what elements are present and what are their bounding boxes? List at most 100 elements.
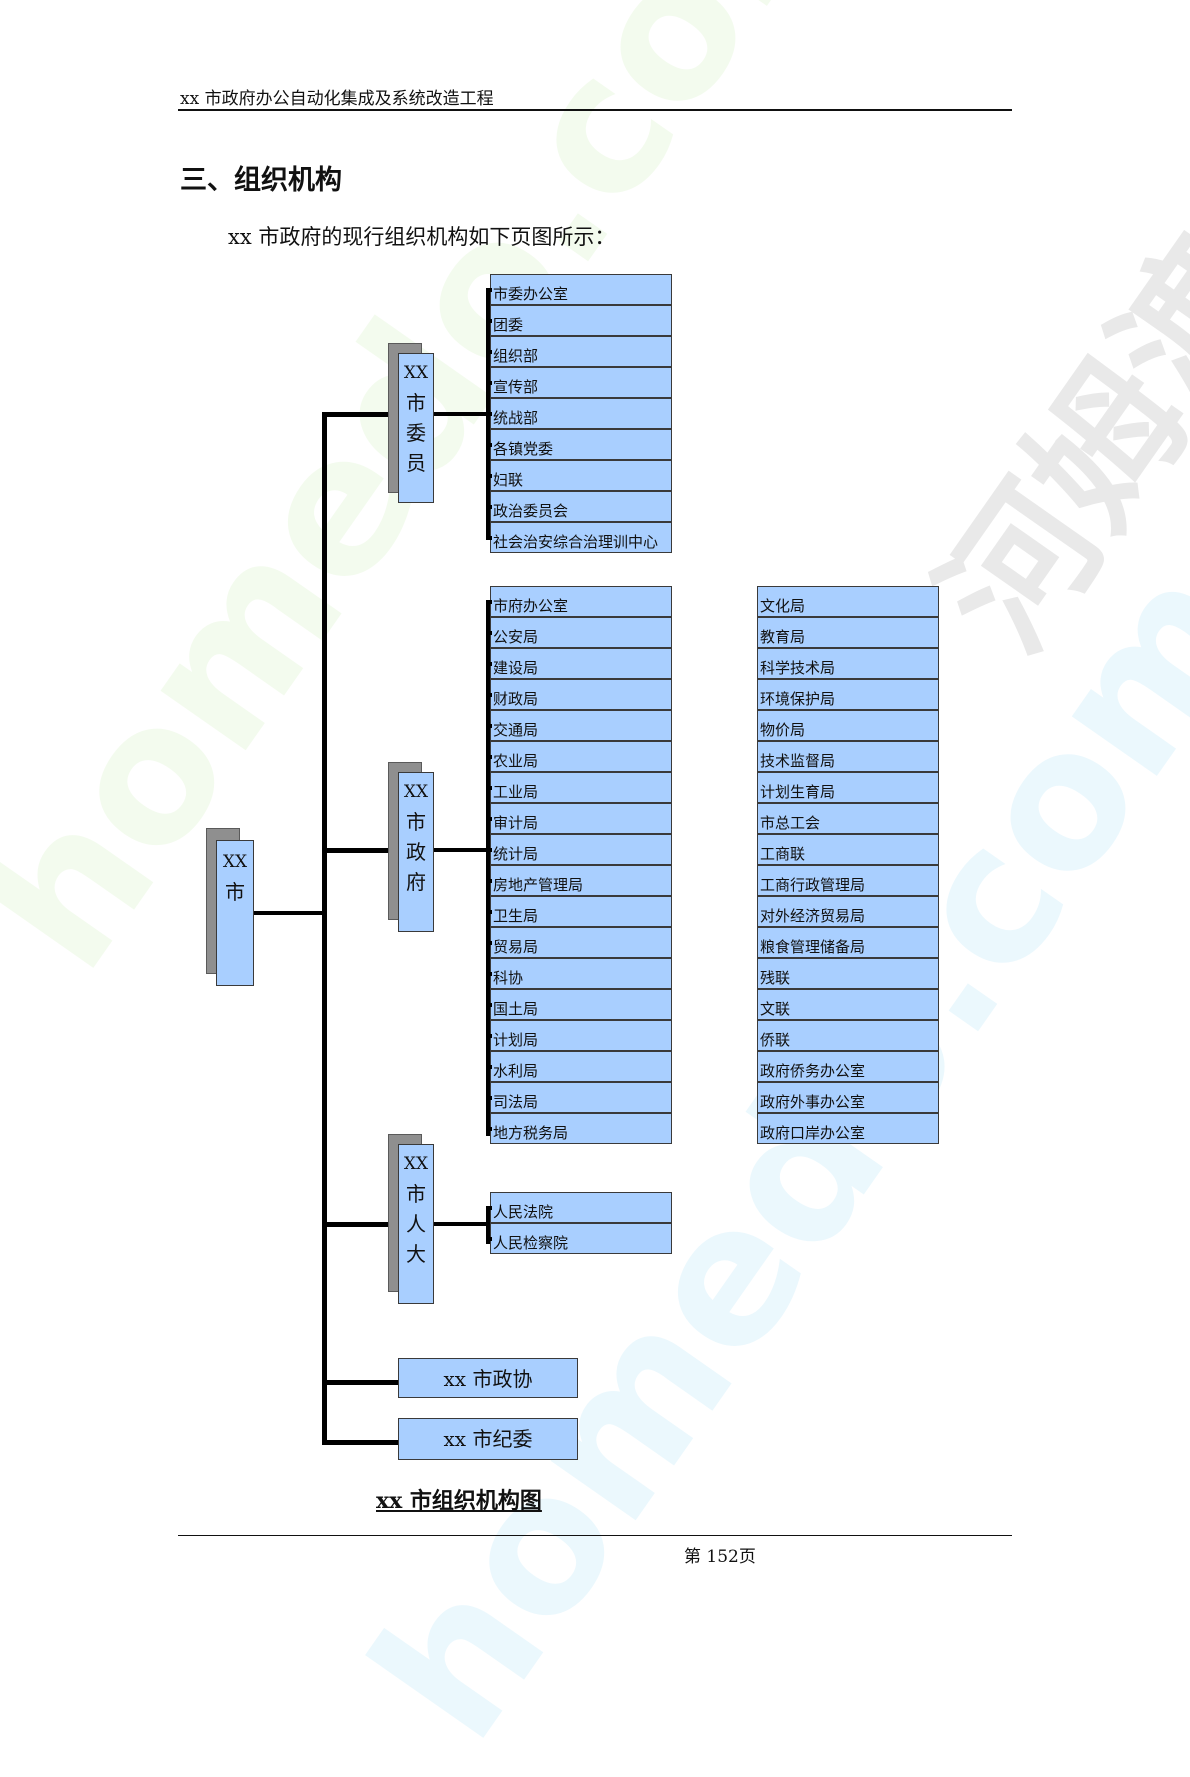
unit-贸易局: 贸易局 — [490, 927, 672, 958]
unit-科协: 科协 — [490, 958, 672, 989]
section-title: 三、组织机构 — [180, 165, 342, 196]
unit-环境保护局: 环境保护局 — [757, 679, 939, 710]
party-line2: 市 — [406, 391, 426, 415]
unit-财政局: 财政局 — [490, 679, 672, 710]
branch-government — [322, 848, 398, 853]
congress-bus — [486, 1208, 491, 1244]
branch-party — [322, 412, 398, 417]
unit-tick — [486, 879, 492, 883]
root-line1: XX — [222, 852, 248, 872]
unit-tick — [486, 848, 492, 852]
unit-物价局: 物价局 — [757, 710, 939, 741]
unit-tick — [486, 381, 492, 385]
unit-tick — [486, 1065, 492, 1069]
unit-社会治安综合治理训中心: 社会治安综合治理训中心 — [490, 522, 672, 553]
unit-tick — [486, 288, 492, 292]
unit-文联: 文联 — [757, 989, 939, 1020]
unit-市总工会: 市总工会 — [757, 803, 939, 834]
unit-政府外事办公室: 政府外事办公室 — [757, 1082, 939, 1113]
unit-侨联: 侨联 — [757, 1020, 939, 1051]
congress-line1: XX — [403, 1154, 429, 1174]
running-header: xx 市政府办公自动化集成及系统改造工程 — [180, 89, 494, 109]
unit-妇联: 妇联 — [490, 460, 672, 491]
unit-tick — [486, 350, 492, 354]
figure-caption: xx 市组织机构图 — [376, 1488, 542, 1514]
unit-tick — [486, 1127, 492, 1131]
unit-tick — [486, 786, 492, 790]
root-box: XX 市 — [216, 840, 254, 986]
unit-工业局: 工业局 — [490, 772, 672, 803]
party-line1: XX — [403, 363, 429, 383]
unit-农业局: 农业局 — [490, 741, 672, 772]
congress-connector — [434, 1222, 490, 1226]
government-line3: 政 — [406, 840, 426, 864]
main-trunk — [322, 412, 327, 1444]
party-line3: 委 — [406, 421, 426, 445]
unit-市委办公室: 市委办公室 — [490, 274, 672, 305]
unit-统战部: 统战部 — [490, 398, 672, 429]
government-line1: XX — [403, 782, 429, 802]
root-line2: 市 — [225, 880, 245, 904]
unit-计划局: 计划局 — [490, 1020, 672, 1051]
unit-司法局: 司法局 — [490, 1082, 672, 1113]
unit-tick — [486, 755, 492, 759]
unit-tick — [486, 941, 492, 945]
unit-人民法院: 人民法院 — [490, 1192, 672, 1223]
unit-tick — [486, 724, 492, 728]
unit-对外经济贸易局: 对外经济贸易局 — [757, 896, 939, 927]
unit-tick — [486, 1206, 492, 1210]
unit-水利局: 水利局 — [490, 1051, 672, 1082]
unit-tick — [486, 1237, 492, 1241]
unit-宣传部: 宣传部 — [490, 367, 672, 398]
unit-tick — [486, 600, 492, 604]
unit-工商行政管理局: 工商行政管理局 — [757, 865, 939, 896]
unit-团委: 团委 — [490, 305, 672, 336]
congress-line2: 市 — [406, 1182, 426, 1206]
government-line4: 府 — [406, 870, 426, 894]
government-bus — [486, 600, 491, 1136]
government-line2: 市 — [406, 810, 426, 834]
unit-tick — [486, 817, 492, 821]
org-chart: XX 市 XX 市 委 员 市委办公室团委组织部宣传部统战部各镇党委妇联政治委员… — [206, 274, 939, 1460]
unit-审计局: 审计局 — [490, 803, 672, 834]
unit-tick — [486, 972, 492, 976]
unit-统计局: 统计局 — [490, 834, 672, 865]
unit-人民检察院: 人民检察院 — [490, 1223, 672, 1254]
government-box: XX 市 政 府 — [398, 772, 434, 932]
unit-组织部: 组织部 — [490, 336, 672, 367]
unit-政府口岸办公室: 政府口岸办公室 — [757, 1113, 939, 1144]
unit-tick — [486, 910, 492, 914]
cppcc-box: xx 市政协 — [398, 1358, 578, 1398]
party-line4: 员 — [406, 451, 426, 475]
unit-文化局: 文化局 — [757, 586, 939, 617]
unit-卫生局: 卫生局 — [490, 896, 672, 927]
unit-房地产管理局: 房地产管理局 — [490, 865, 672, 896]
unit-残联: 残联 — [757, 958, 939, 989]
congress-line3: 人 — [406, 1212, 426, 1236]
congress-box: XX 市 人 大 — [398, 1144, 434, 1304]
unit-市府办公室: 市府办公室 — [490, 586, 672, 617]
unit-教育局: 教育局 — [757, 617, 939, 648]
unit-交通局: 交通局 — [490, 710, 672, 741]
branch-discipline — [322, 1440, 398, 1445]
unit-tick — [486, 1003, 492, 1007]
root-connector — [254, 911, 324, 915]
unit-tick — [486, 1034, 492, 1038]
footer-rule — [178, 1535, 1012, 1536]
unit-tick — [486, 536, 492, 540]
government-connector — [434, 848, 490, 852]
branch-cppcc — [322, 1380, 398, 1385]
branch-congress — [322, 1222, 398, 1227]
party-connector — [434, 412, 490, 416]
unit-tick — [486, 662, 492, 666]
header-rule — [178, 109, 1012, 111]
unit-地方税务局: 地方税务局 — [490, 1113, 672, 1144]
unit-各镇党委: 各镇党委 — [490, 429, 672, 460]
unit-tick — [486, 693, 492, 697]
unit-国土局: 国土局 — [490, 989, 672, 1020]
unit-tick — [486, 412, 492, 416]
unit-技术监督局: 技术监督局 — [757, 741, 939, 772]
unit-建设局: 建设局 — [490, 648, 672, 679]
unit-计划生育局: 计划生育局 — [757, 772, 939, 803]
intro-paragraph: xx 市政府的现行组织机构如下页图所示： — [228, 225, 616, 249]
